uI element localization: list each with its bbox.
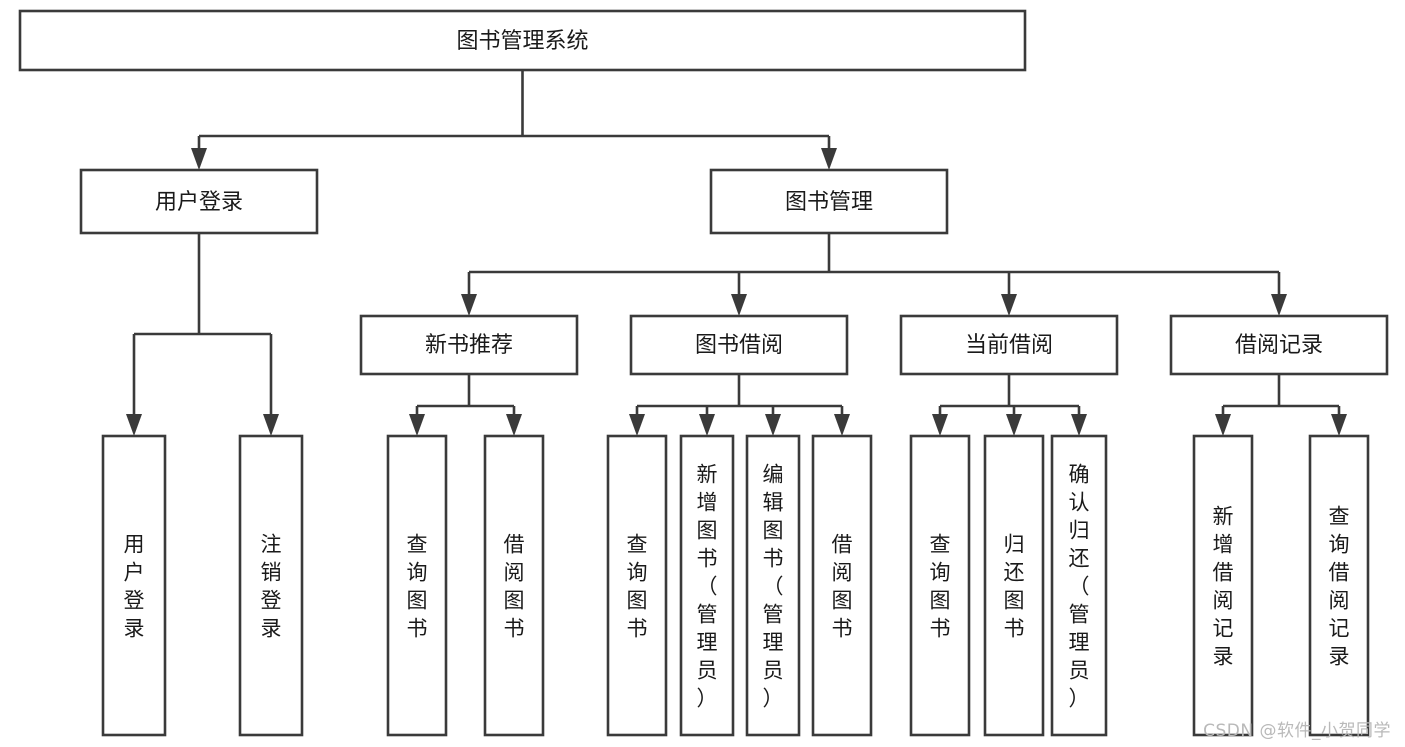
node-leaf-confirm-return-admin[interactable]: 确认归还（管理员）: [1050, 434, 1108, 737]
edge-layer: [126, 70, 1347, 436]
node-leaf-edit-book-admin-label: 编辑图书（管理员）: [763, 462, 784, 710]
node-leaf-query-borrow-record-label: 查询借阅记录: [1329, 504, 1350, 668]
node-leaf-query-book-borrow-box: [606, 434, 668, 737]
node-book-management[interactable]: 图书管理: [709, 168, 949, 235]
node-leaf-query-borrow-record-box: [1308, 434, 1370, 737]
arrow-to-book-borrow: [731, 294, 747, 316]
node-root-box: [18, 9, 1027, 72]
arrow-to-leaf-confirm-return-admin: [1071, 414, 1087, 436]
node-leaf-add-book-admin-label: 新增图书（管理员）: [697, 462, 718, 710]
node-leaf-add-book-admin-box: [679, 434, 735, 737]
node-leaf-query-book-current-box: [909, 434, 971, 737]
node-root-label: 图书管理系统: [456, 29, 588, 54]
node-leaf-logout[interactable]: 注销登录: [238, 434, 304, 737]
arrow-to-leaf-borrow-book-recommend: [506, 414, 522, 436]
arrow-to-new-book-recommend: [461, 294, 477, 316]
node-user-login[interactable]: 用户登录: [79, 168, 319, 235]
arrow-to-current-borrow: [1001, 294, 1017, 316]
node-leaf-borrow-book-label: 借阅图书: [832, 532, 853, 640]
arrow-to-book-management: [821, 148, 837, 170]
node-layer: 图书管理系统 用户登录 图书管理 新书推荐 图书借阅: [18, 9, 1389, 737]
node-book-management-box: [709, 168, 949, 235]
arrow-to-leaf-query-book-current: [932, 414, 948, 436]
node-leaf-add-book-admin[interactable]: 新增图书（管理员）: [679, 434, 735, 737]
arrow-to-leaf-edit-book-admin: [765, 414, 781, 436]
node-book-borrow-box: [629, 314, 849, 376]
arrow-to-leaf-logout: [263, 414, 279, 436]
node-leaf-query-book-current-label: 查询图书: [930, 532, 951, 640]
node-leaf-confirm-return-admin-box: [1050, 434, 1108, 737]
node-leaf-confirm-return-admin-label: 确认归还（管理员）: [1069, 462, 1090, 710]
arrow-to-leaf-query-book-borrow: [629, 414, 645, 436]
node-leaf-logout-box: [238, 434, 304, 737]
arrow-to-leaf-add-borrow-record: [1215, 414, 1231, 436]
node-leaf-query-book-borrow-label: 查询图书: [627, 532, 648, 640]
arrow-to-leaf-query-book-recommend: [409, 414, 425, 436]
node-leaf-query-borrow-record[interactable]: 查询借阅记录: [1308, 434, 1370, 737]
node-root[interactable]: 图书管理系统: [18, 9, 1027, 72]
node-leaf-return-book-label: 归还图书: [1004, 532, 1025, 640]
node-leaf-user-login[interactable]: 用户登录: [101, 434, 167, 737]
node-leaf-add-borrow-record[interactable]: 新增借阅记录: [1192, 434, 1254, 737]
node-leaf-logout-label: 注销登录: [261, 532, 282, 640]
node-leaf-borrow-book-recommend-label: 借阅图书: [504, 532, 525, 640]
node-borrow-record-box: [1169, 314, 1389, 376]
node-leaf-query-book-recommend-box: [386, 434, 448, 737]
node-leaf-add-borrow-record-label: 新增借阅记录: [1213, 504, 1234, 668]
node-book-borrow-label: 图书借阅: [695, 333, 783, 358]
arrow-to-borrow-record: [1271, 294, 1287, 316]
arrow-to-leaf-add-book-admin: [699, 414, 715, 436]
arrow-to-leaf-return-book: [1006, 414, 1022, 436]
node-current-borrow-box: [899, 314, 1119, 376]
arrow-to-leaf-query-borrow-record: [1331, 414, 1347, 436]
node-leaf-borrow-book-box: [811, 434, 873, 737]
node-borrow-record[interactable]: 借阅记录: [1169, 314, 1389, 376]
node-book-borrow[interactable]: 图书借阅: [629, 314, 849, 376]
node-leaf-borrow-book[interactable]: 借阅图书: [811, 434, 873, 737]
node-leaf-edit-book-admin-box: [745, 434, 801, 737]
node-leaf-query-book-borrow[interactable]: 查询图书: [606, 434, 668, 737]
node-leaf-user-login-label: 用户登录: [124, 532, 145, 640]
node-leaf-borrow-book-recommend-box: [483, 434, 545, 737]
arrow-to-user-login: [191, 148, 207, 170]
node-current-borrow-label: 当前借阅: [965, 333, 1053, 358]
node-new-book-recommend-box: [359, 314, 579, 376]
node-borrow-record-label: 借阅记录: [1235, 333, 1323, 358]
node-leaf-add-borrow-record-box: [1192, 434, 1254, 737]
node-book-management-label: 图书管理: [785, 190, 873, 215]
node-leaf-return-book-box: [983, 434, 1045, 737]
node-new-book-recommend[interactable]: 新书推荐: [359, 314, 579, 376]
node-leaf-query-book-recommend-label: 查询图书: [407, 532, 428, 640]
node-leaf-query-book-current[interactable]: 查询图书: [909, 434, 971, 737]
node-leaf-return-book[interactable]: 归还图书: [983, 434, 1045, 737]
arrow-to-leaf-user-login: [126, 414, 142, 436]
node-leaf-borrow-book-recommend[interactable]: 借阅图书: [483, 434, 545, 737]
node-current-borrow[interactable]: 当前借阅: [899, 314, 1119, 376]
csdn-watermark: CSDN @软件_小贺同学: [1203, 721, 1391, 741]
node-user-login-label: 用户登录: [155, 190, 243, 215]
node-leaf-edit-book-admin[interactable]: 编辑图书（管理员）: [745, 434, 801, 737]
node-leaf-query-book-recommend[interactable]: 查询图书: [386, 434, 448, 737]
node-user-login-box: [79, 168, 319, 235]
node-new-book-recommend-label: 新书推荐: [425, 333, 513, 358]
node-leaf-user-login-box: [101, 434, 167, 737]
arrow-to-leaf-borrow-book: [834, 414, 850, 436]
